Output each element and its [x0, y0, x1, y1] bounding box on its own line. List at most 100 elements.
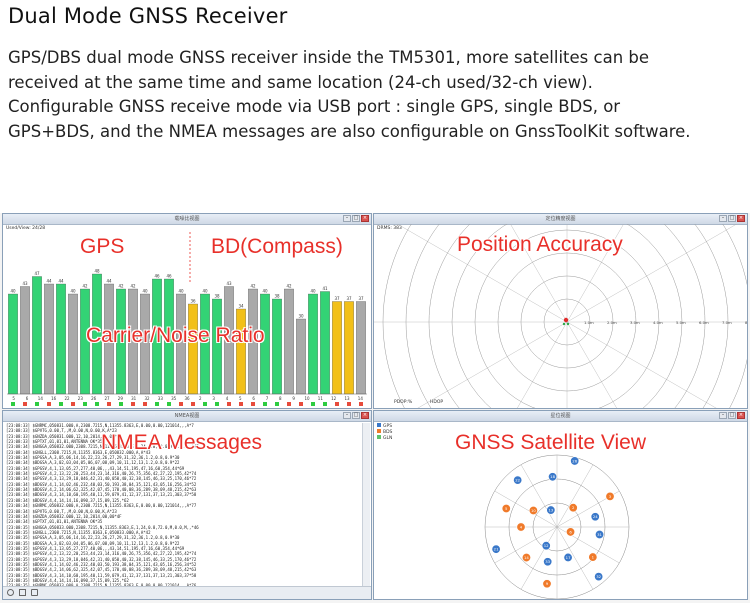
maximize-button[interactable]: □ — [728, 215, 736, 222]
satellite-id: 17 — [566, 555, 571, 560]
satellite-marker — [594, 572, 604, 582]
sky-spoke — [494, 490, 558, 528]
satellite-id: 3 — [609, 494, 612, 499]
legend-bds-label: BDS — [383, 430, 393, 435]
snr-tick-label: 27 — [104, 396, 110, 401]
snr-value-label: 40 — [310, 289, 316, 294]
snr-status-square — [323, 402, 327, 406]
snr-bar — [356, 301, 366, 395]
snr-tick-label: 22 — [64, 396, 70, 401]
snr-tick-label: 26 — [91, 396, 97, 401]
minimize-button[interactable]: – — [719, 412, 727, 419]
snr-tick-label: 5 — [12, 396, 15, 401]
nmea-line: [23:08:34] $BDGSV,4,4,14,14,16,090,37,15… — [6, 497, 129, 503]
accuracy-radial-line — [566, 224, 624, 323]
satellite-id: 10 — [531, 508, 536, 513]
satellite-id: 9 — [546, 581, 549, 586]
snr-status-square — [311, 402, 315, 406]
satellite-marker — [548, 472, 558, 482]
sky-spoke — [556, 464, 594, 528]
position-accuracy-label: Position Accuracy — [457, 233, 623, 256]
maximize-button[interactable]: □ — [728, 412, 736, 419]
legend-gln: GLN — [377, 435, 392, 441]
close-button[interactable]: × — [737, 412, 745, 419]
satellite-id: 14 — [524, 555, 529, 560]
nmea-line: [23:08:35] $GNRMC,050833.000,A,2308.7215… — [6, 583, 197, 586]
snr-bar — [68, 293, 78, 395]
satellite-id: 26 — [572, 458, 577, 463]
snr-titlebar[interactable]: 载噪比视图 –□× — [3, 214, 371, 225]
snr-value-label: 36 — [190, 299, 196, 304]
snr-value-label: 40 — [262, 289, 268, 294]
close-button[interactable]: × — [737, 215, 745, 222]
clear-icon[interactable] — [31, 589, 38, 596]
legend-gln-swatch — [377, 435, 381, 439]
snr-value-label: 44 — [46, 279, 52, 284]
snr-value-label: 43 — [226, 281, 232, 286]
snr-bar — [188, 303, 198, 395]
pdop-readout: PDOP:% — [394, 400, 413, 405]
page-title: Dual Mode GNSS Receiver — [8, 4, 288, 28]
snr-value-label: 37 — [334, 296, 340, 301]
position-fix-dot — [563, 317, 569, 323]
satellite-marker — [521, 553, 531, 563]
snr-tick-label: 33 — [158, 396, 164, 401]
minimize-button[interactable]: – — [343, 215, 351, 222]
snr-value-label: 37 — [346, 296, 352, 301]
close-button[interactable]: × — [361, 215, 369, 222]
satellite-marker — [491, 544, 501, 554]
settings-icon[interactable] — [19, 589, 26, 596]
satellite-id: 33 — [545, 559, 550, 564]
maximize-button[interactable]: □ — [352, 215, 360, 222]
description: GPS/DBS dual mode GNSS receiver inside t… — [8, 46, 748, 144]
legend-gln-label: GLN — [383, 436, 393, 441]
nmea-log[interactable]: [23:08:33] $GNRMC,050831.000,A,2308.7215… — [6, 423, 361, 586]
close-button[interactable]: × — [361, 412, 369, 419]
position-fix-dot — [562, 322, 566, 326]
legend-gps-label: GPS — [383, 424, 393, 429]
minimize-button[interactable]: – — [343, 412, 351, 419]
snr-tick-label: 7 — [266, 396, 269, 401]
nmea-line: [23:08:35] $GNGGA,050833.000,2308.7215,N… — [6, 524, 199, 530]
cn-ratio-label: Carrier/Noise Ratio — [86, 324, 265, 347]
position-titlebar[interactable]: 定位精度视图 –□× — [374, 214, 747, 225]
snr-bar — [8, 293, 18, 395]
satellite-id: 18 — [550, 474, 555, 479]
satellite-id: 5 — [505, 506, 508, 511]
snr-bar — [320, 291, 330, 395]
sky-titlebar[interactable]: 星位视图 –□× — [374, 411, 747, 422]
nmea-titlebar[interactable]: NMEA视图 –□× — [3, 411, 371, 422]
nmea-line: [23:08:35] $BDGSV,4,4,14,14,16,090,37,15… — [6, 577, 129, 583]
snr-value-label: 40 — [10, 289, 16, 294]
maximize-button[interactable]: □ — [352, 412, 360, 419]
snr-window-title: 载噪比视图 — [174, 216, 200, 222]
snr-status-square — [359, 402, 363, 406]
bd-label: BD(Compass) — [211, 235, 343, 258]
satellite-marker — [528, 505, 538, 515]
nmea-label: NMEA Messages — [101, 431, 263, 454]
satellite-marker — [513, 475, 523, 485]
snr-tick-label: 14 — [38, 396, 44, 401]
snr-status-square — [143, 402, 147, 406]
snr-tick-label: 16 — [51, 396, 57, 401]
minimize-button[interactable]: – — [719, 215, 727, 222]
record-icon[interactable] — [7, 589, 14, 596]
nmea-scrollbar[interactable] — [362, 423, 370, 586]
nmea-line: [23:08:35] $GPGSA,A,3,05,06,14,16,22,23,… — [6, 535, 180, 541]
snr-value-label: 42 — [130, 284, 136, 289]
satellite-marker — [541, 541, 551, 551]
satellite-id: 2 — [572, 505, 575, 510]
nmea-line: [23:08:33] $GPTXT,01,01,01,ANTENNA OK*35 — [6, 439, 103, 445]
snr-bar — [308, 293, 318, 395]
snr-tick-label: 4 — [226, 396, 229, 401]
snr-status-square — [59, 402, 63, 406]
accuracy-radial-line — [566, 321, 717, 408]
nmea-line: [23:08:35] $BDGSA,A,3,02,03,04,05,06,07,… — [6, 540, 180, 546]
snr-bar — [344, 301, 354, 395]
snr-status-square — [347, 402, 351, 406]
satellite-id: 22 — [515, 478, 520, 483]
snr-status-square — [23, 402, 27, 406]
sky-spoke — [520, 464, 558, 528]
